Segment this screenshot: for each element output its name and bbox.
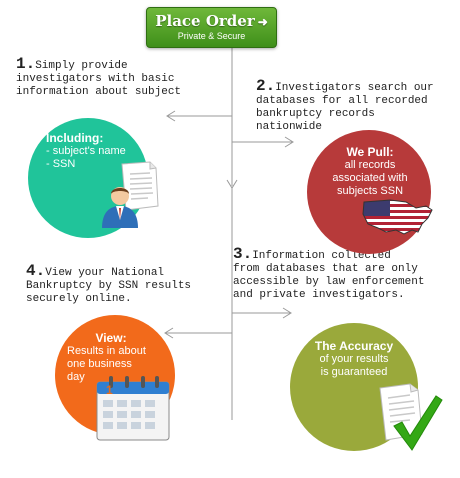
place-order-sub: Private & Secure [177, 31, 246, 41]
step-3-line-3: accessible by law enforcement [233, 276, 425, 288]
step-2-line-4: nationwide [256, 121, 323, 133]
us-flag-map-icon [362, 199, 433, 235]
calendar-day: 1 [106, 383, 113, 397]
step-1-number: 1. [16, 55, 36, 73]
person-document-group [102, 161, 159, 228]
arrow-head-right-2 [282, 307, 292, 319]
place-order-button[interactable]: Place Order➜ Private & Secure [146, 7, 277, 48]
step-4: 4.View your National Bankruptcy by SSN r… [26, 262, 192, 306]
circle-1-title: Including: [46, 131, 104, 145]
arrow-head-left-1 [166, 110, 176, 122]
step-2: 2.Investigators search our databases for… [256, 77, 434, 134]
checkmark-icon [393, 395, 443, 451]
circle-2-text: We Pull: all records associated with sub… [316, 146, 424, 198]
circle-4-line-3: day [67, 371, 85, 383]
circle-1-item-2: - SSN [46, 158, 76, 170]
step-4-line-2: Bankruptcy by SSN results [26, 280, 192, 292]
circle-we-pull [307, 130, 431, 254]
step-2-line-3: bankruptcy records [256, 108, 375, 120]
circle-3-line-1: of your results [319, 353, 389, 365]
step-3-line-4: and private investigators. [233, 289, 405, 301]
circle-1-text: Including: - subject's name - SSN [46, 132, 126, 171]
circle-2-line-2: associated with [332, 172, 408, 184]
step-3-number: 3. [233, 245, 253, 263]
arrow-head-left-2 [164, 327, 174, 339]
circle-4-line-2: one business [67, 358, 132, 370]
step-2-line-1: Investigators search our [275, 82, 434, 94]
document-icon [121, 161, 159, 211]
document-icon [379, 383, 423, 441]
circle-3-line-2: is guaranteed [320, 366, 388, 378]
circle-2-title: We Pull: [346, 145, 394, 159]
step-2-line-2: databases for all recorded [256, 95, 428, 107]
circle-4-text: View: Results in about one business day [67, 332, 155, 384]
circle-3-title: The Accuracy [314, 339, 394, 353]
step-4-line-3: securely online. [26, 293, 132, 305]
step-1-line-2: investigators with basic [16, 73, 175, 85]
step-1-line-3: information about subject [16, 86, 182, 98]
circle-4-title: View: [95, 331, 127, 345]
step-4-number: 4. [26, 262, 46, 280]
step-4-line-1: View your National [45, 267, 165, 279]
step-3: 3.Information collected from databases t… [233, 245, 425, 302]
document-check-group [379, 383, 443, 451]
person-icon [102, 187, 138, 228]
circle-4-line-1: Results in about [67, 345, 146, 357]
step-3-line-1: Information collected [252, 250, 391, 262]
circle-3-text: The Accuracy of your results is guarante… [296, 340, 412, 379]
circle-2-line-1: all records [344, 159, 396, 171]
step-1: 1.Simply provide investigators with basi… [16, 55, 182, 99]
circle-2-line-3: subjects SSN [336, 185, 404, 197]
calendar-icon: 1 [95, 374, 173, 444]
step-1-line-1: Simply provide [35, 60, 128, 72]
place-order-label: Place Order [155, 12, 255, 30]
step-3-line-2: from databases that are only [233, 263, 418, 275]
arrow-head-right-1 [284, 136, 294, 148]
circle-1-item-1: - subject's name [46, 145, 126, 157]
step-2-number: 2. [256, 77, 276, 95]
arrow-right-icon: ➜ [257, 15, 268, 29]
